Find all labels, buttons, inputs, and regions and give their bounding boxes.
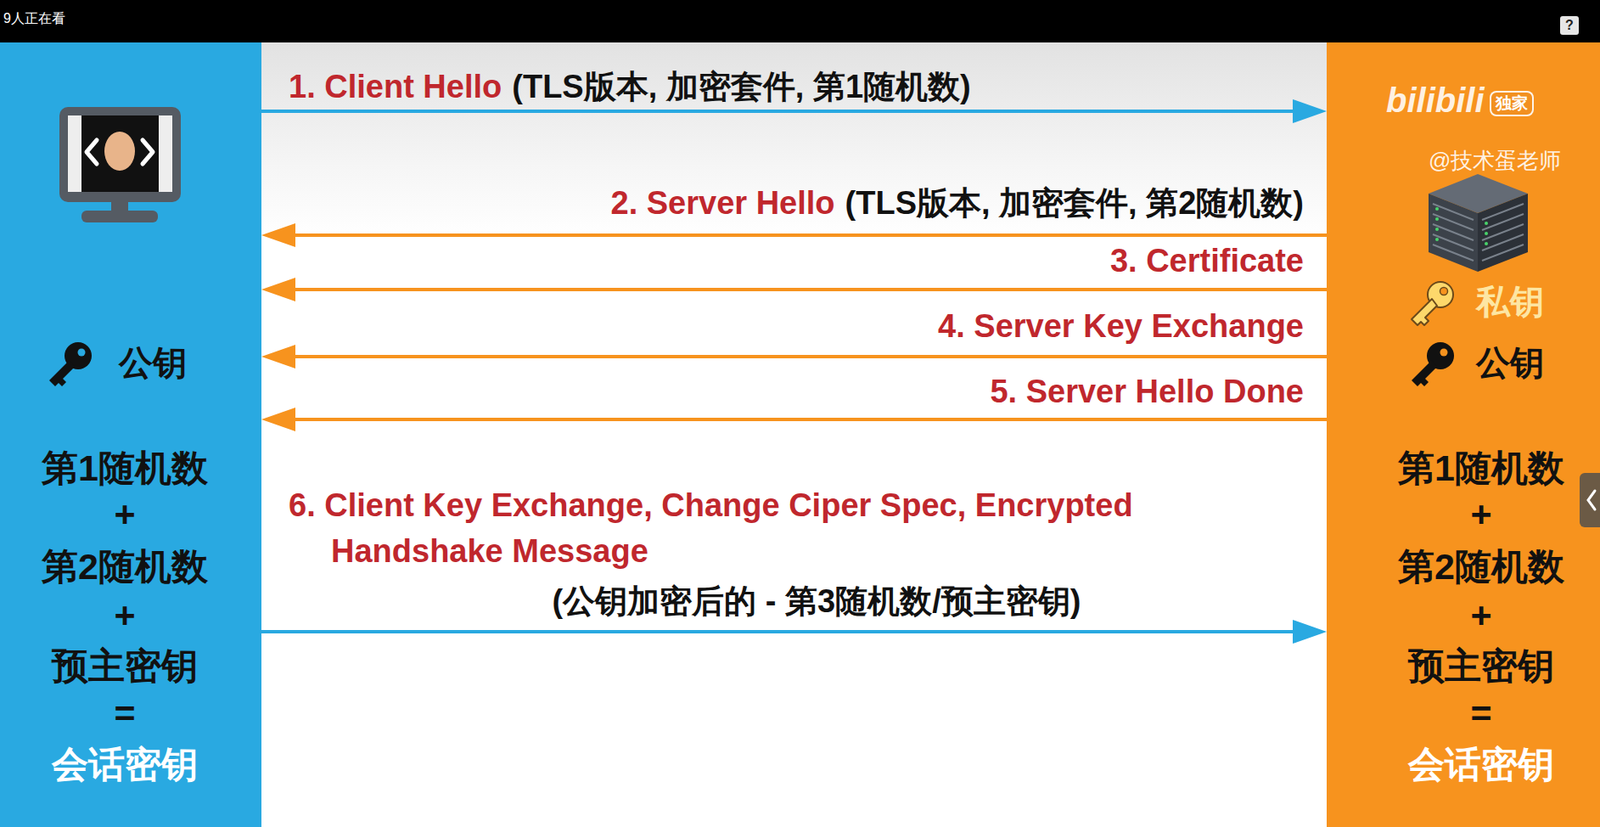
arrow-line (295, 354, 1327, 359)
panel-text: 第1随机数 (41, 446, 208, 491)
computer-icon (59, 106, 181, 223)
message-arrow (261, 407, 1327, 432)
arrow-line (295, 233, 1327, 237)
server-icon (1428, 174, 1528, 272)
arrow-head (1292, 619, 1327, 644)
panel-text: 私钥 (1476, 280, 1544, 322)
message-detail: (TLS版本, 加密套件, 第1随机数) (511, 67, 971, 107)
panel-text: 会话密钥 (1408, 742, 1555, 787)
middle-ground (261, 42, 1327, 827)
panel-text: 公钥 (118, 342, 187, 383)
arrow-line (261, 629, 1293, 634)
panel-text: 预主密钥 (51, 644, 198, 689)
arrow-head (261, 277, 296, 302)
side-tab (1579, 472, 1600, 528)
watermark: @技术蛋老师 (1428, 147, 1561, 175)
panel-text: + (1470, 492, 1492, 537)
arrow-head (1292, 99, 1327, 124)
client-public-key-icon (49, 342, 92, 387)
message-name: 3. Certificate (1110, 241, 1304, 281)
client-panel: 公钥第1随机数+第2随机数+预主密钥=会话密钥 (0, 42, 262, 827)
server-private-key-icon (1411, 281, 1454, 326)
panel-text: 预主密钥 (1408, 644, 1555, 689)
watermark-badge: 独家 (1489, 90, 1534, 118)
message-arrow (261, 277, 1327, 302)
panel-text: 第2随机数 (41, 544, 208, 590)
panel-text: = (1470, 691, 1492, 736)
viewer-count: 9人正在看 (3, 10, 66, 27)
help-icon: ? (1560, 16, 1579, 35)
arrow-line (295, 287, 1327, 292)
arrow-head (261, 344, 296, 369)
message-name: 5. Server Hello Done (989, 372, 1304, 412)
arrow-line (295, 417, 1327, 422)
panel-text: = (113, 691, 135, 736)
message-arrow (261, 619, 1327, 644)
arrow-line (261, 109, 1293, 113)
message-name: 2. Server Hello (611, 184, 836, 224)
arrow-head (261, 223, 296, 248)
message-detail: (TLS版本, 加密套件, 第2随机数) (845, 184, 1304, 224)
message-arrow (261, 344, 1327, 369)
panel-text: 会话密钥 (51, 742, 198, 787)
panel-text: + (1470, 593, 1492, 638)
server-public-key-icon (1411, 342, 1455, 387)
message-detail: (公钥加密后的 - 第3随机数/预主密钥) (552, 582, 1082, 622)
message-name: 1. Client Hello (288, 67, 502, 107)
panel-text: 第2随机数 (1397, 544, 1565, 590)
panel-text: 第1随机数 (1397, 446, 1565, 491)
message-name: 6. Client Key Exchange, Change Ciper Spe… (288, 482, 1308, 574)
top-bar (0, 0, 1600, 43)
arrow-head (261, 407, 296, 432)
watermark: bilibili (1386, 79, 1485, 121)
panel-text: + (113, 593, 135, 638)
message-name: 4. Server Key Exchange (937, 307, 1304, 347)
panel-text: + (113, 492, 135, 537)
panel-text: 公钥 (1476, 342, 1544, 383)
